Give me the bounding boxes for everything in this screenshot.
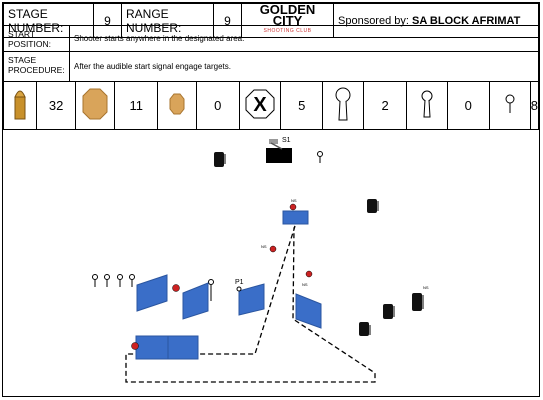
wall-panel bbox=[238, 283, 265, 316]
stage-briefing-sheet: STAGE NUMBER: 9 RANGE NUMBER: 9 GOLDEN C… bbox=[2, 2, 540, 397]
ns-label: NS bbox=[302, 282, 308, 287]
start-position-text: Shooter starts anywhere in the designate… bbox=[69, 25, 539, 52]
ns-label: NS bbox=[423, 285, 429, 290]
sponsor-label: Sponsored by: bbox=[338, 14, 409, 27]
club-name: GOLDEN CITY bbox=[259, 2, 316, 28]
count-large-poppers: 2 bbox=[363, 81, 407, 130]
sponsor-name: SA BLOCK AFRIMAT bbox=[412, 14, 521, 27]
wall-panel bbox=[136, 274, 168, 312]
wall-panel bbox=[182, 282, 209, 320]
position-label: P1 bbox=[235, 279, 244, 286]
small-plate-icon bbox=[488, 81, 531, 130]
start-position-marker: S1 bbox=[282, 137, 291, 144]
barrel-icon bbox=[359, 322, 371, 336]
stage-procedure-text: After the audible start signal engage ta… bbox=[69, 51, 539, 82]
start-gun-icon bbox=[269, 139, 283, 150]
no-shoot-icon: X bbox=[238, 81, 281, 130]
no-shoot-marker bbox=[131, 203, 313, 350]
position-marker bbox=[236, 286, 242, 292]
count-medium-poppers: 0 bbox=[446, 81, 490, 130]
stage-procedure-row: STAGE PROCEDURE: After the audible start… bbox=[3, 51, 539, 82]
small-plate-icon bbox=[92, 151, 323, 301]
stage-diagram: S1 NS bbox=[92, 137, 429, 383]
wall-panel bbox=[135, 335, 169, 360]
wall-panel bbox=[167, 335, 199, 360]
barrel-icon bbox=[214, 152, 226, 167]
medium-popper-icon bbox=[405, 81, 448, 130]
ns-label: NS bbox=[261, 244, 267, 249]
target-count-row: 32 11 0 X 5 2 0 8 bbox=[2, 81, 540, 130]
ns-label: NS bbox=[291, 198, 297, 203]
start-position-row: START POSITION: Shooter starts anywhere … bbox=[3, 25, 539, 52]
wall-panel bbox=[295, 293, 322, 329]
ipsc-paper-target-icon bbox=[75, 81, 116, 130]
shooting-area-boundary bbox=[125, 225, 376, 383]
start-position-label: START POSITION: bbox=[3, 25, 70, 52]
count-cartridges: 32 bbox=[36, 81, 77, 130]
svg-text:X: X bbox=[253, 94, 267, 116]
count-mini-targets: 0 bbox=[196, 81, 240, 130]
barrel-icon bbox=[383, 304, 395, 319]
count-ipsc-targets: 11 bbox=[114, 81, 159, 130]
count-small-plates: 8 bbox=[529, 81, 540, 130]
cartridge-icon bbox=[2, 81, 38, 130]
stage-procedure-label: STAGE PROCEDURE: bbox=[3, 51, 70, 82]
barrel-icon bbox=[367, 199, 379, 213]
count-no-shoots: 5 bbox=[279, 81, 324, 130]
large-popper-icon bbox=[322, 81, 365, 130]
barrel-icon bbox=[412, 293, 424, 311]
wall-panel bbox=[282, 210, 309, 225]
start-table bbox=[266, 148, 292, 163]
mini-paper-target-icon bbox=[157, 81, 198, 130]
